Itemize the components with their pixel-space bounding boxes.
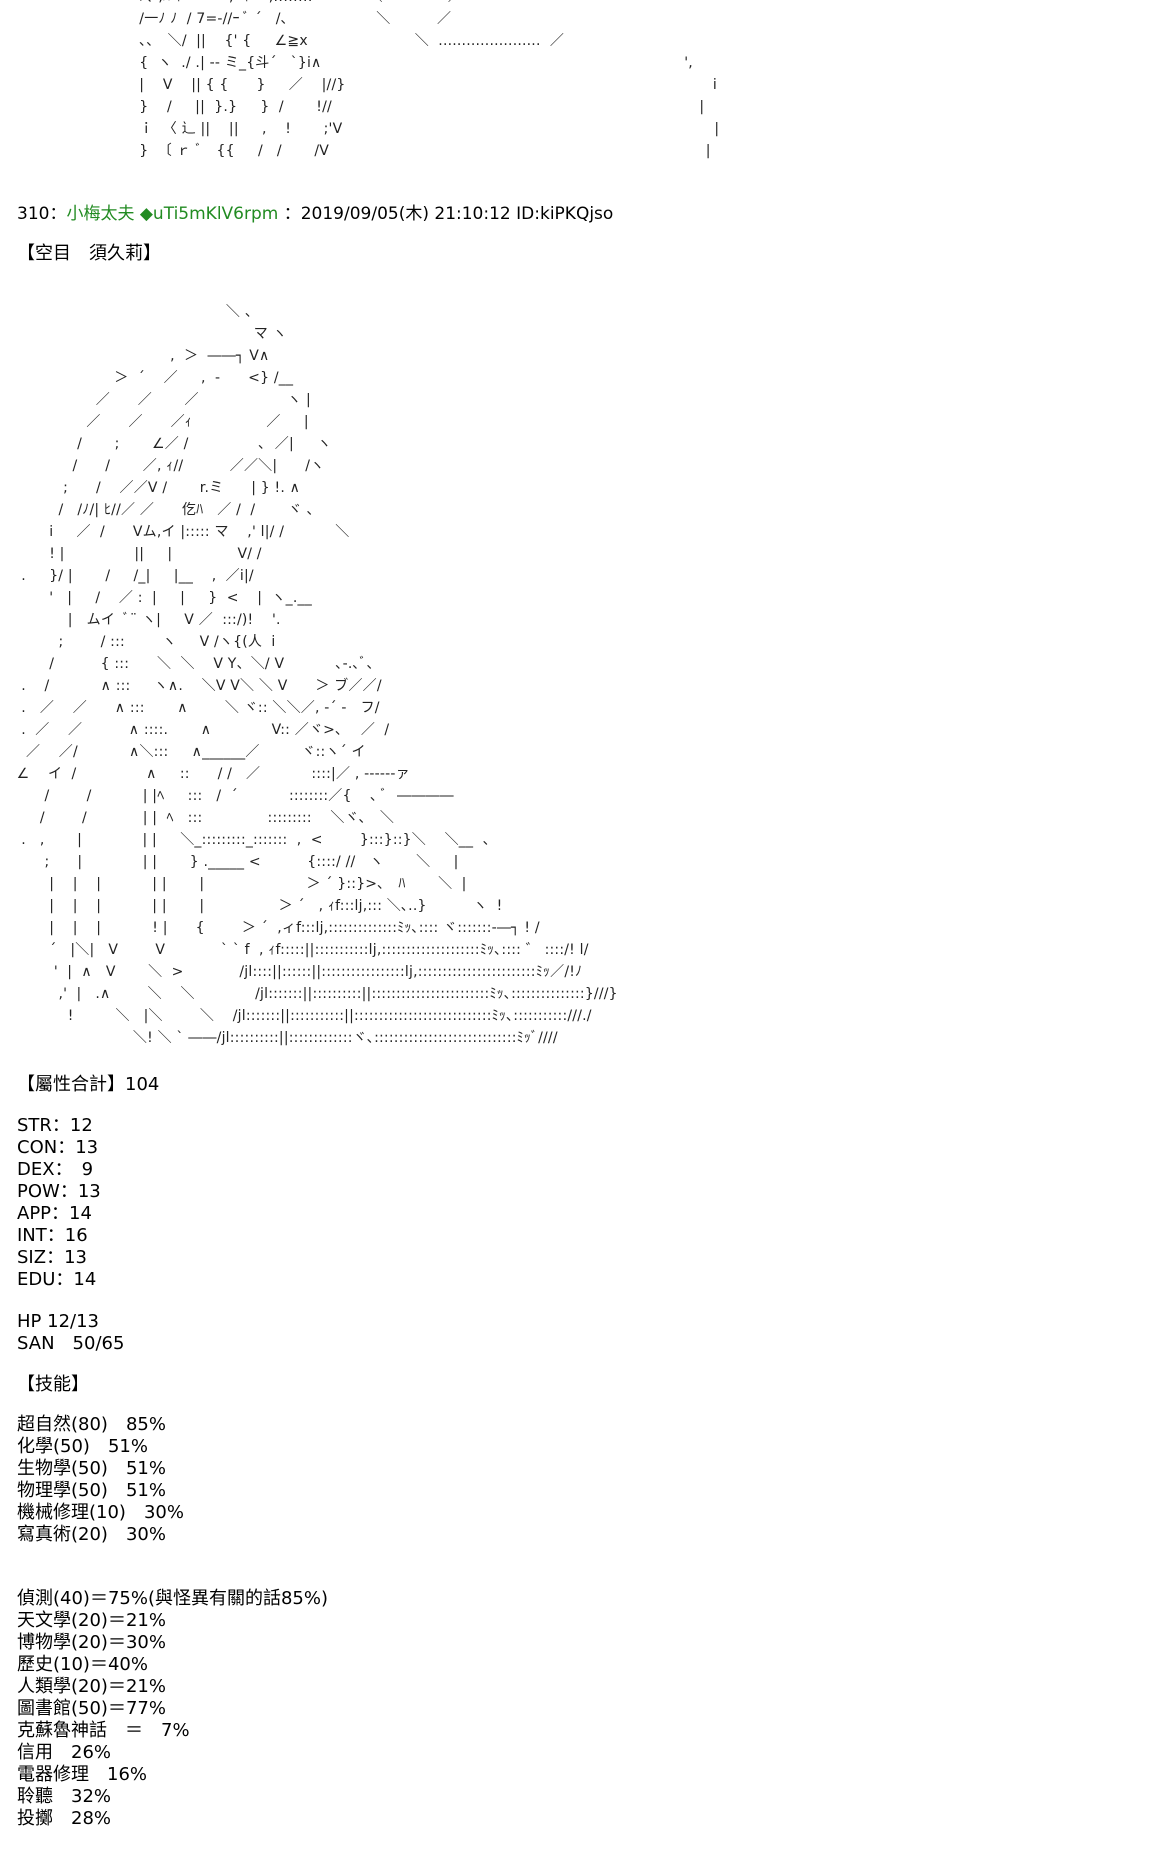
skills-header: 【技能】 [17, 1374, 89, 1395]
stats-item: POW：13 [17, 1181, 101, 1202]
ascii-art-top: ﾉ､ ,ﾊ ｲ ﾞ ' , ｲ ,:::::::: ＼ ／ /一ﾉ ﾉ / 7=… [139, 0, 720, 159]
attribute-total: 【屬性合計】104 [17, 1074, 160, 1095]
skills-secondary-item: 聆聽 32% [17, 1786, 112, 1807]
ascii-art-main: ＼ 、 マ ヽ , ＞ ――┐ V∧ ＞ ´ ／ , - <} /__ ／ ／ … [16, 304, 618, 1046]
stats-item: STR：12 [17, 1115, 93, 1136]
skills-primary-item: 物理學(50) 51% [17, 1480, 166, 1501]
post-id[interactable]: ID:kiPKQjso [516, 204, 614, 224]
post-separator: ： [49, 204, 67, 224]
stats-item: EDU：14 [17, 1269, 97, 1290]
poster-trip: ◆uTi5mKlV6rpm [139, 204, 279, 224]
stats-item: APP：14 [17, 1203, 92, 1224]
skills-secondary-item: 投擲 28% [17, 1808, 112, 1829]
vitals-item: SAN 50/65 [17, 1333, 125, 1354]
skills-secondary-item: 歷史(10)＝40% [17, 1654, 148, 1675]
skills-secondary-item: 天文學(20)＝21% [17, 1610, 166, 1631]
character-header: 【空目 須久莉】 [17, 243, 161, 264]
date-separator: ： [283, 204, 301, 224]
skills-secondary-item: 博物學(20)＝30% [17, 1632, 166, 1653]
skills-primary-item: 超自然(80) 85% [17, 1414, 166, 1435]
post-header: 310：小梅太夫 ◆uTi5mKlV6rpm ：2019/09/05(木) 21… [17, 203, 613, 225]
skills-primary-item: 機械修理(10) 30% [17, 1502, 184, 1523]
post-number[interactable]: 310 [17, 204, 50, 224]
skills-secondary-item: 電器修理 16% [17, 1764, 148, 1785]
skills-primary-list: 超自然(80) 85%化學(50) 51%生物學(50) 51%物理學(50) … [17, 1414, 184, 1546]
stats-item: DEX： 9 [17, 1159, 94, 1180]
poster-name: 小梅太夫 [66, 204, 135, 224]
stats-item: CON：13 [17, 1137, 99, 1158]
skills-secondary-item: 信用 26% [17, 1742, 112, 1763]
skills-secondary-item: 偵測(40)＝75%(與怪異有關的話85%) [17, 1588, 329, 1609]
skills-secondary-list: 偵測(40)＝75%(與怪異有關的話85%)天文學(20)＝21%博物學(20)… [17, 1588, 328, 1830]
skills-primary-item: 化學(50) 51% [17, 1436, 148, 1457]
post-date: 2019/09/05(木) 21:10:12 [300, 204, 511, 224]
skills-secondary-item: 人類學(20)＝21% [17, 1676, 166, 1697]
skills-primary-item: 寫真術(20) 30% [17, 1524, 166, 1545]
stats-item: SIZ：13 [17, 1247, 87, 1268]
skills-secondary-item: 圖書館(50)＝77% [17, 1698, 166, 1719]
vitals-item: HP 12/13 [17, 1311, 99, 1332]
skills-secondary-item: 克蘇魯神話 ＝ 7% [17, 1720, 190, 1741]
stats-item: INT：16 [17, 1225, 88, 1246]
skills-primary-item: 生物學(50) 51% [17, 1458, 166, 1479]
